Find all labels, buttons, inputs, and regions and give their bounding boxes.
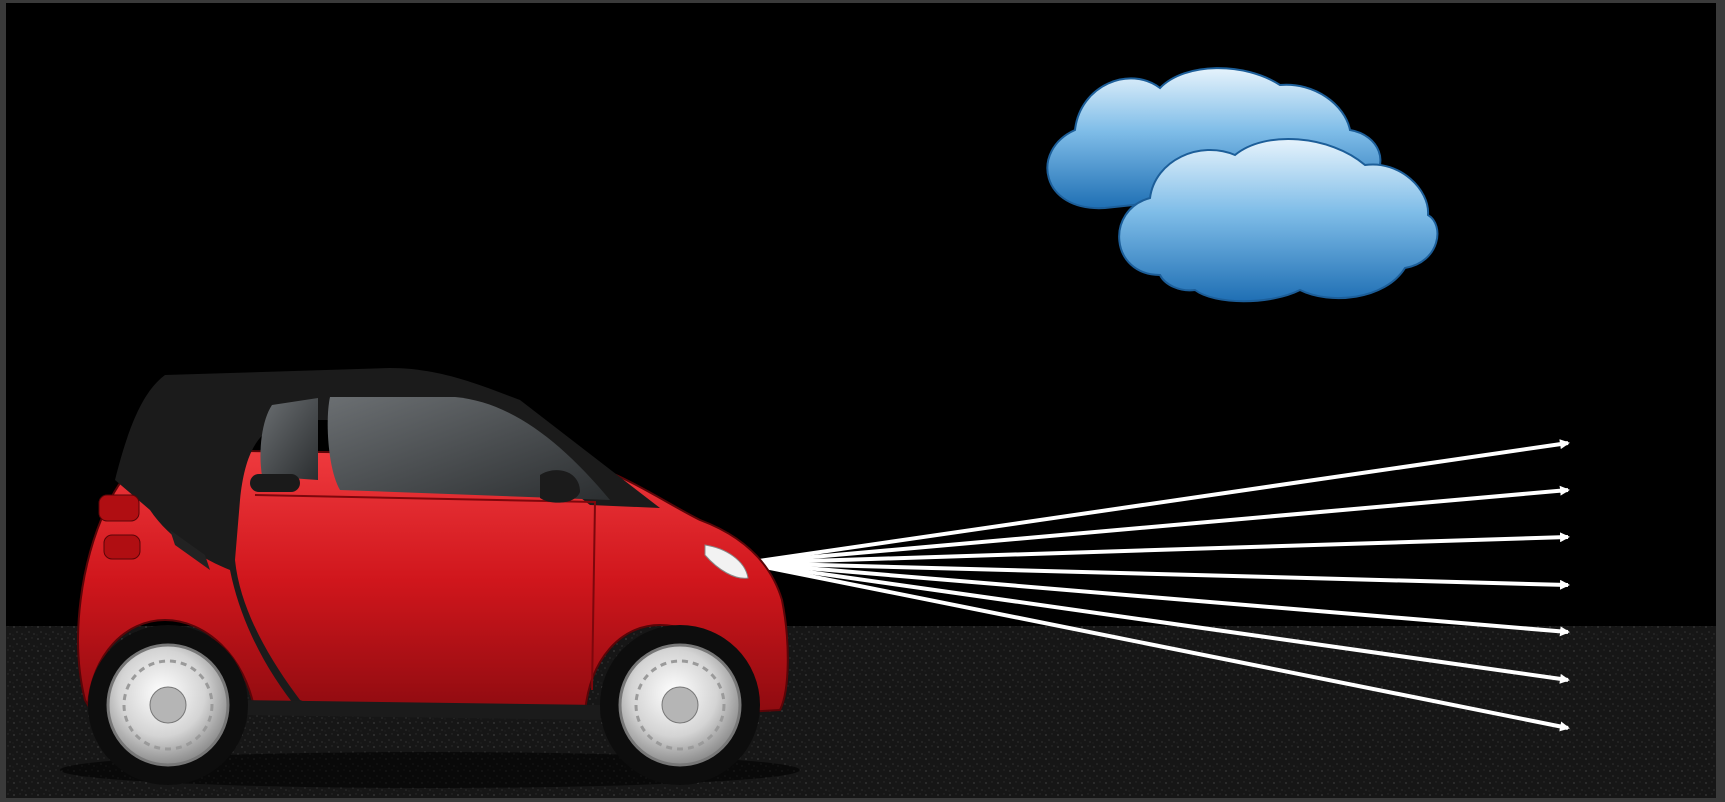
rear-wheel	[88, 625, 248, 785]
front-wheel	[600, 625, 760, 785]
car-rear-window	[260, 398, 318, 480]
